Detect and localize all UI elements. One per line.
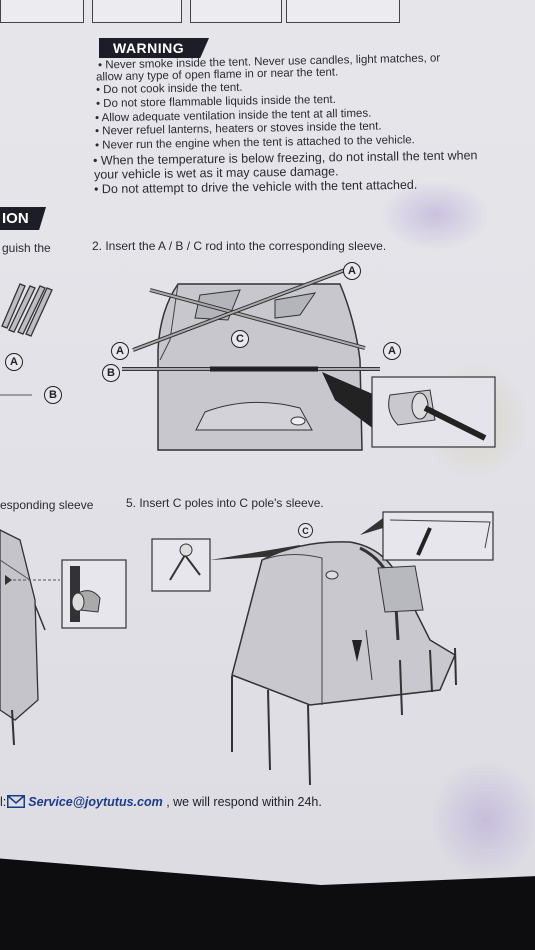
label-rod-b: B [44,386,62,404]
top-illustration-box [190,0,282,23]
label-rod-a: A [343,262,361,280]
label-rod-c: C [231,330,249,348]
label-rod-a: A [5,353,23,371]
stain [430,760,535,880]
stain [380,180,490,250]
top-illustration-box [92,0,182,23]
label-rod-a: A [383,342,401,360]
rod-icon [1,283,53,337]
top-illustration-box [286,0,400,23]
step-2-text: 2. Insert the A / B / C rod into the cor… [92,239,387,253]
step-text-cut: esponding sleeve [0,498,94,512]
top-illustration-box [0,0,84,23]
label-rod-b: B [102,364,120,382]
contact-suffix: , we will respond within 24h. [162,795,322,809]
support-email: Service@joytutus.com [28,795,163,809]
label-rod-c: C [298,523,313,538]
contact-prefix: l: [0,795,7,809]
warning-badge: WARNING [99,38,209,58]
section-badge: ION [0,207,46,230]
step-2-tent [122,268,496,451]
step-5-tent [151,511,494,786]
contact-line: l: Service@joytutus.com , we will respond… [0,795,322,811]
label-rod-a: A [111,342,129,360]
step-4-tent [0,529,127,746]
step-5-text: 5. Insert C poles into C pole's sleeve. [126,496,324,510]
mail-icon [7,795,26,811]
step-text-cut: guish the [2,241,51,255]
arrow-down-icon [352,640,362,662]
